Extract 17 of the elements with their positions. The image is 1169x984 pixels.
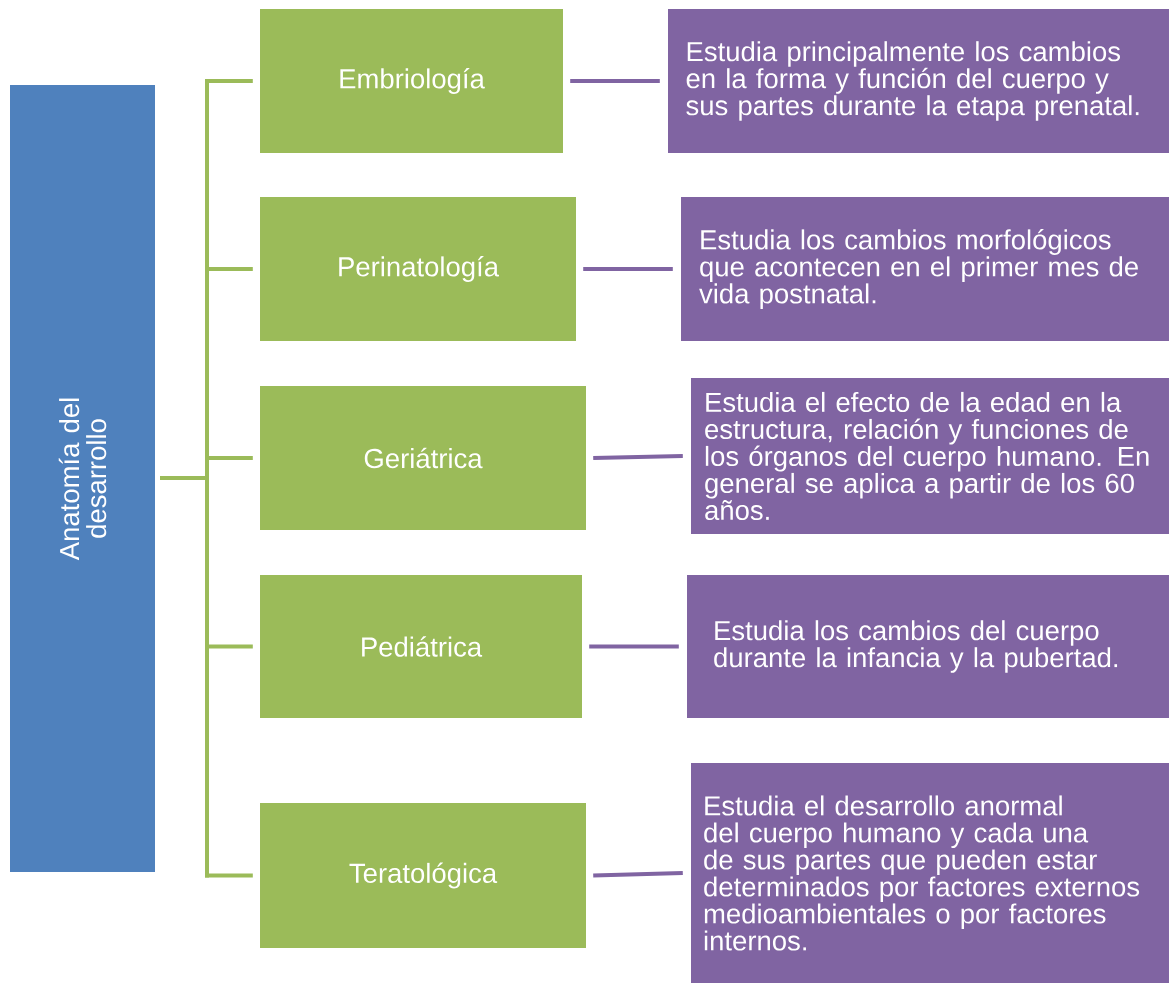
description-box: Estudia los cambios morfológicos que acontecen en el primer mes de vida postnatal. [681, 197, 1169, 341]
category-box: Perinatología [260, 197, 576, 341]
connector-line [589, 644, 679, 649]
description-box: Estudia los cambios del cuerpo durante la infancia y la pubertad. [687, 575, 1169, 718]
description-box: Estudia el efecto de la edad en la estructura, relación y funciones de los órganos del cuerpo humano. En general se aplica a partir de los 60 años. [691, 378, 1169, 534]
connector-line [583, 267, 673, 271]
category-box: Geriátrica [260, 386, 586, 530]
description-box: Estudia el desarrollo anormal del cuerpo humano y cada una de sus partes que pueden estar determinados por factores externos medioambientales o por factores internos. [691, 763, 1169, 983]
connector-line [570, 79, 660, 83]
connector-line [593, 454, 683, 460]
category-box: Teratológica [260, 803, 586, 948]
topic-box: Anatomía del desarrollo [10, 85, 155, 872]
bracket-connector [158, 77, 253, 880]
category-box: Embriología [260, 9, 563, 153]
connector-line [593, 871, 683, 878]
description-box: Estudia principalmente los cambios en la forma y función del cuerpo y sus partes durante la etapa prenatal. [668, 9, 1169, 153]
category-box: Pediátrica [260, 575, 582, 718]
